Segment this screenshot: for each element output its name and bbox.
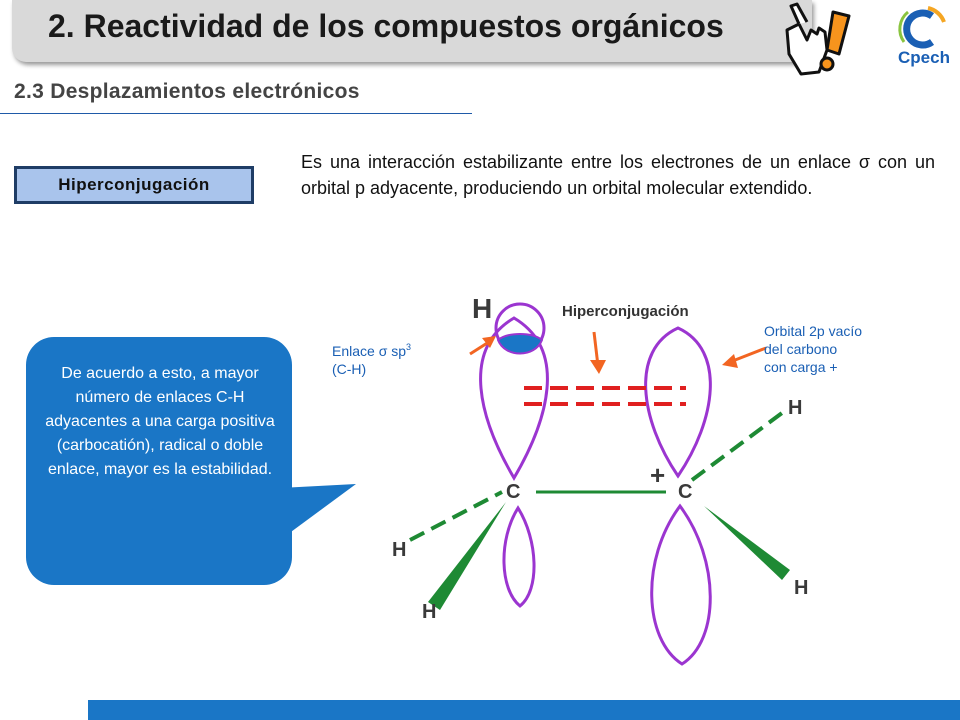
right-lower-lobe — [650, 503, 712, 666]
cpech-logo-mark — [898, 6, 946, 49]
left-lower-lobe — [502, 505, 536, 608]
callout-tail — [280, 484, 356, 540]
h-top-label: H — [472, 293, 492, 324]
page-title: 2. Reactividad de los compuestos orgánic… — [48, 8, 724, 44]
subtitle-divider — [0, 113, 472, 114]
title-bar: 2. Reactividad de los compuestos orgánic… — [12, 0, 812, 62]
hand-pointer-exclamation-icon — [785, 2, 851, 76]
sigma-label-superscript: 3 — [406, 342, 411, 352]
h-right-wedge-label: H — [794, 577, 808, 599]
cpech-logo-text: Cpech — [898, 48, 950, 67]
carbon-left-label: C — [506, 481, 520, 503]
section-subtitle: 2.3 Desplazamientos electrónicos — [14, 80, 360, 103]
positive-charge-label: + — [650, 460, 665, 490]
sigma-overlap — [496, 333, 544, 355]
hyperconjugation-diagram: H Hiperconjugación Enlace σ sp3 (C-H) Or… — [332, 293, 862, 666]
wedge-bond-right — [704, 506, 790, 580]
sigma-arrow-head — [482, 336, 496, 348]
orbital-label-line2: del carbono — [764, 341, 837, 357]
dashed-bond-right-top — [690, 408, 788, 482]
sigma-label-line2: (C-H) — [332, 361, 366, 377]
concept-label-box: Hiperconjugación — [14, 166, 254, 204]
dashed-bond-left — [409, 490, 503, 542]
h-right-top-label: H — [788, 397, 802, 419]
h-left-dashed-label: H — [392, 539, 406, 561]
carbon-right-label: C — [678, 481, 692, 503]
orbital-label-line1: Orbital 2p vacío — [764, 323, 862, 339]
orbital-arrow — [729, 346, 767, 364]
left-upper-lobe — [479, 316, 549, 481]
hiperconjugacion-label: Hiperconjugación — [562, 303, 689, 320]
wedge-bond-left — [428, 502, 506, 610]
callout-bubble — [26, 337, 292, 585]
orbital-label-line3: con carga + — [764, 359, 838, 375]
cpech-logo: Cpech — [884, 2, 960, 72]
orbital-arrow-head — [722, 354, 738, 368]
sigma-label-text: Enlace σ sp — [332, 343, 406, 359]
hiper-arrow-head — [590, 360, 606, 374]
concept-definition: Es una interacción estabilizante entre l… — [301, 152, 935, 198]
h-left-wedge-label: H — [422, 601, 436, 623]
right-upper-lobe — [644, 326, 712, 479]
callout-text: De acuerdo a esto, a mayor número de enl… — [45, 365, 275, 478]
sigma-label-line1: Enlace σ sp3 — [332, 342, 411, 359]
footer-bar — [88, 700, 960, 720]
